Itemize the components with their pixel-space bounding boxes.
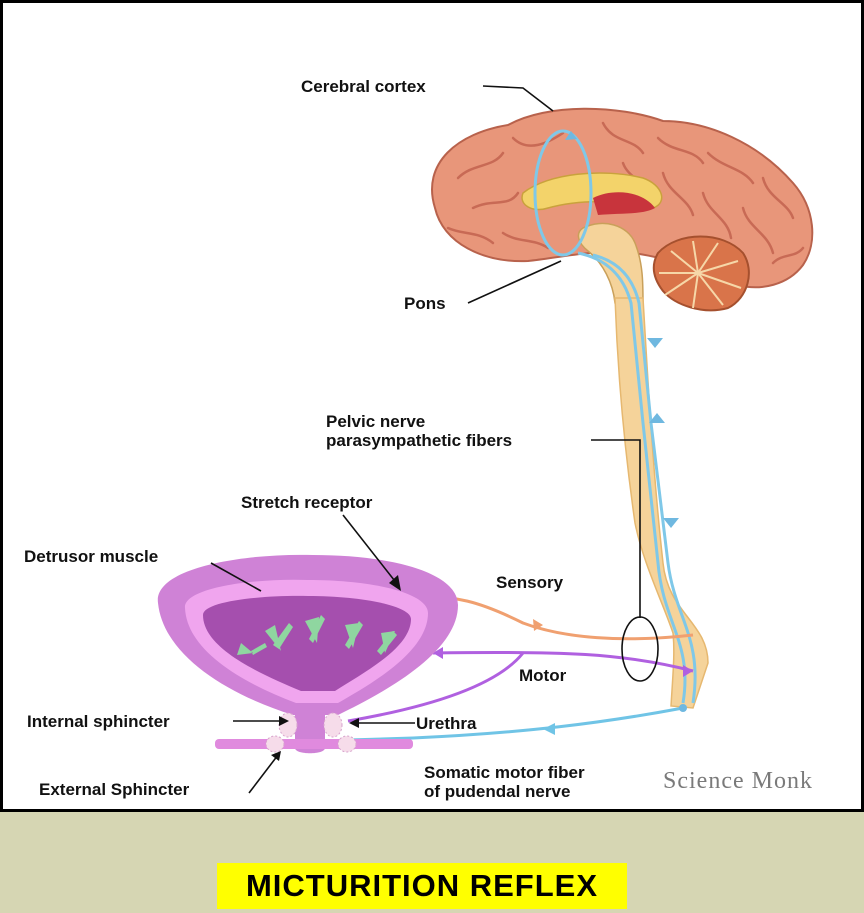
label-stretch-receptor: Stretch receptor — [241, 493, 373, 512]
micturition-diagram: Cerebral cortex Pons Pelvic nerve parasy… — [24, 77, 814, 801]
cerebellum-folia — [659, 240, 742, 309]
spinal-cord — [614, 297, 709, 709]
label-cerebral-cortex: Cerebral cortex — [301, 77, 426, 96]
label-pons: Pons — [404, 294, 446, 313]
motor-arrow-2 — [683, 665, 693, 677]
external-sphincter-left — [265, 735, 285, 753]
internal-sphincter-left — [278, 712, 298, 738]
leader-external — [248, 754, 279, 794]
caption-title: MICTURITION REFLEX — [217, 863, 627, 909]
leader-cerebral-cortex — [482, 85, 554, 112]
cortex-pathway — [533, 129, 697, 704]
spinal-junction-dot — [679, 704, 687, 712]
label-detrusor-muscle: Detrusor muscle — [24, 547, 158, 566]
motor-arrow — [433, 647, 443, 659]
spinal-arrow-1 — [647, 338, 663, 348]
stretch-arrowhead — [389, 575, 401, 591]
motor-path-lower — [347, 652, 525, 723]
ventricle — [593, 192, 655, 215]
brain — [431, 107, 814, 312]
motor-path-upper — [432, 650, 694, 673]
external-sphincter-bar — [215, 739, 413, 749]
internal-arrowhead — [279, 716, 289, 726]
external-arrowhead — [271, 751, 281, 761]
bladder-lumen — [203, 595, 411, 691]
label-sensory: Sensory — [496, 573, 564, 592]
label-motor: Motor — [519, 666, 567, 685]
label-external-sphincter: External Sphincter — [39, 780, 190, 799]
label-internal-sphincter: Internal sphincter — [27, 712, 170, 731]
label-pelvic-nerve-line1: Pelvic nerve — [326, 412, 425, 431]
label-pelvic-nerve-line2: parasympathetic fibers — [326, 431, 512, 450]
somatic-path — [347, 706, 684, 742]
label-somatic-line2: of pudendal nerve — [424, 782, 570, 801]
sensory-arrow — [533, 619, 543, 631]
external-sphincter-right — [337, 735, 357, 753]
internal-sphincter-right — [323, 712, 343, 738]
leader-lines — [210, 85, 659, 794]
somatic-arrow — [543, 723, 555, 735]
pelvic-nerve-ring — [621, 616, 659, 682]
spinal-arrow-3 — [663, 518, 679, 528]
leader-stretch — [342, 514, 399, 586]
label-somatic-line1: Somatic motor fiber — [424, 763, 585, 782]
watermark: Science Monk — [663, 768, 813, 794]
label-urethra: Urethra — [416, 714, 477, 733]
urethra-arrowhead — [349, 718, 359, 728]
diagram-frame: Cerebral cortex Pons Pelvic nerve parasy… — [0, 0, 864, 812]
leader-pelvic — [591, 439, 641, 618]
bladder — [157, 554, 459, 754]
leader-pons — [467, 260, 562, 304]
spinal-arrow-2 — [649, 413, 665, 423]
pressure-arrows — [237, 615, 397, 655]
cortex-arrow-1 — [565, 131, 577, 140]
leader-detrusor — [210, 562, 262, 592]
